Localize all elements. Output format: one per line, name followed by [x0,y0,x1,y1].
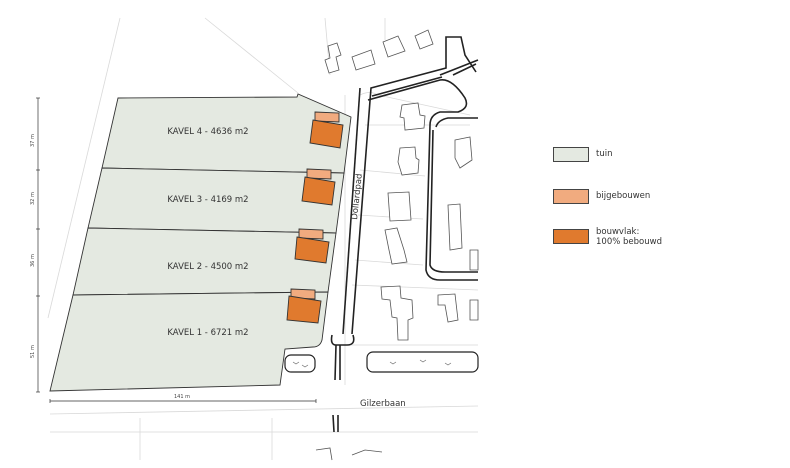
legend-item-tuin: tuin [553,147,612,162]
dimension-label: 36 m [30,254,36,267]
context-lines [47,17,479,460]
legend-swatch-bouwvlak [553,229,589,244]
green-strips [284,351,479,373]
dimension-label: 141 m [174,394,190,400]
legend-label: bouwvlak: [596,227,640,237]
plot-label: KAVEL 4 - 4636 m2 [167,127,248,137]
dimension-vertical [36,97,40,393]
building-kavel-2 [294,228,330,264]
plot-label: KAVEL 2 - 4500 m2 [167,262,248,272]
building-kavel-4 [309,111,344,149]
building-kavel-3 [301,168,336,206]
dimension-label: 37 m [30,134,36,147]
road-dollardpad [330,36,479,433]
street-label-gilzerbaan: Gilzerbaan [360,399,406,409]
legend-label: bijgebouwen [596,191,651,201]
legend-swatch-bijgebouwen [553,189,589,204]
plot-label: KAVEL 1 - 6721 m2 [167,328,248,338]
legend-label: 100% bebouwd [596,237,662,247]
building-kavel-1 [286,288,322,324]
legend-label: tuin [596,149,613,159]
plot-label: KAVEL 3 - 4169 m2 [167,195,248,205]
street-label-dollardpad: Dollardpad [350,173,365,220]
existing-houses [315,29,479,461]
dimension-label: 32 m [30,192,36,205]
plot-kavel-1[interactable] [49,291,329,392]
legend-item-bijgebouwen: bijgebouwen [553,189,650,204]
dimension-horizontal [49,399,317,403]
legend-swatch-tuin [553,147,589,162]
dimension-label: 51 m [30,345,36,358]
legend-item-bouwvlak: bouwvlak: 100% bebouwd [553,227,662,247]
